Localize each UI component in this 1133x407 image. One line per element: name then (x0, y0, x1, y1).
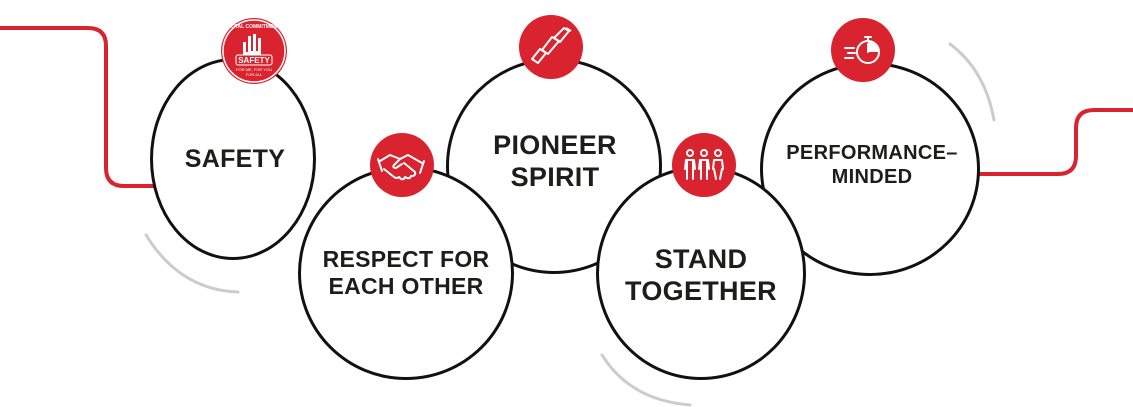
left-red-connector (0, 26, 156, 188)
label-line: SAFETY (184, 145, 286, 173)
label-line: STAND (654, 244, 748, 274)
handshake-icon (377, 154, 425, 181)
right-red-connector (975, 108, 1133, 176)
telescope-icon (531, 27, 572, 64)
label-line: PERFORMANCE– (786, 142, 958, 164)
badge-performance (831, 18, 895, 82)
badge-safety-top: TOTAL COMMITMENT (228, 24, 280, 30)
circle-safety (150, 58, 316, 260)
badge-safety-main: SAFETY (238, 56, 270, 65)
badge-respect (370, 133, 434, 197)
label-line: RESPECT FOR (322, 246, 490, 272)
label-stand: STAND TOGETHER (598, 244, 804, 308)
label-line: SPIRIT (510, 161, 600, 192)
safety-hand-badge-icon: SAFETY TOTAL COMMITMENT FOR ME, FOR YOU … (222, 19, 286, 83)
label-line: PIONEER (493, 130, 617, 160)
decorative-arc (144, 233, 240, 294)
badge-stand (672, 133, 736, 197)
decorative-arc (948, 42, 996, 122)
badge-safety-sub1: FOR ME, FOR YOU (236, 67, 272, 72)
label-respect: RESPECT FOR EACH OTHER (300, 246, 512, 300)
circle-respect (298, 166, 514, 380)
people-group-icon (684, 149, 724, 180)
stopwatch-icon (844, 36, 880, 64)
label-line: MINDED (831, 165, 913, 188)
label-safety: SAFETY (170, 145, 300, 175)
label-line: EACH OTHER (328, 273, 484, 300)
badge-pioneer (519, 15, 583, 79)
badge-safety: SAFETY TOTAL COMMITMENT FOR ME, FOR YOU … (221, 18, 287, 84)
label-pioneer: PIONEER SPIRIT (450, 130, 660, 194)
decorative-arc (600, 353, 692, 407)
badge-safety-sub2: FOR ALL (246, 72, 263, 77)
label-line: TOGETHER (625, 275, 777, 306)
circle-stand (596, 166, 806, 380)
label-performance: PERFORMANCE– MINDED (760, 142, 984, 189)
